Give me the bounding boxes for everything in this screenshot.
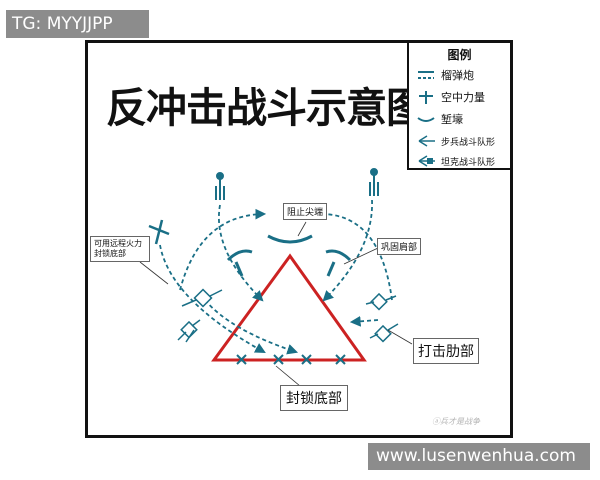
legend-label-infantry: 步兵战斗队形 bbox=[441, 137, 496, 148]
left-mortar-icon bbox=[215, 172, 225, 200]
label-consolidate-shoulder: 巩固肩部 bbox=[377, 238, 422, 255]
legend-label-airborne: 空中力量 bbox=[441, 91, 485, 104]
legend-item-mortar: 榴弹炮 bbox=[415, 65, 474, 85]
tip-trench bbox=[267, 234, 313, 244]
fire-callout-line bbox=[139, 261, 169, 285]
legend-label-tank: 坦克战斗队形 bbox=[441, 157, 496, 168]
legend-item-infantry: 步兵战斗队形 bbox=[415, 131, 495, 151]
label-block-tip: 阻止尖端 bbox=[283, 203, 328, 220]
left-shoulder-trench bbox=[226, 249, 253, 262]
left-tank-formation-icon bbox=[181, 288, 223, 308]
base-callout-line bbox=[275, 365, 301, 387]
left-mortar-arrow bbox=[218, 204, 264, 302]
legend-label-trench: 堑壕 bbox=[441, 113, 463, 126]
bottom-watermark-tag: www.lusenwenhua.com bbox=[368, 443, 590, 470]
right-mortar-arrow bbox=[322, 199, 373, 302]
airborne-icon bbox=[419, 91, 433, 104]
right-tank-formation-icon bbox=[365, 292, 397, 311]
label-seal-base: 封锁底部 bbox=[280, 385, 348, 411]
inner-watermark: ⓐ兵才是战争 bbox=[432, 417, 480, 426]
diagram-title: 反冲击战斗示意图 bbox=[106, 84, 427, 132]
mortar-icon bbox=[418, 71, 434, 79]
airborne-arrow bbox=[159, 244, 266, 354]
legend-item-tank: 坦克战斗队形 bbox=[415, 151, 495, 171]
legend-label-mortar: 榴弹炮 bbox=[441, 69, 474, 82]
airborne-symbol bbox=[148, 219, 170, 245]
tip-callout-line bbox=[297, 221, 307, 237]
right-wide-arc-arrow bbox=[315, 208, 393, 301]
left-infantry-formation-icon bbox=[177, 319, 201, 343]
label-long-range-fire: 可用远程火力封锁底部 bbox=[90, 236, 150, 262]
base-block-markers bbox=[236, 354, 346, 365]
left-wide-arc-arrow bbox=[179, 208, 267, 291]
legend-item-airborne: 空中力量 bbox=[415, 87, 485, 107]
legend-box: 图例 榴弹炮 空中力量 堑壕 步兵战斗队形 坦克战斗队形 bbox=[407, 40, 513, 170]
infantry-formation-icon bbox=[418, 135, 435, 147]
right-mortar-icon bbox=[369, 168, 379, 196]
right-infantry-arrow bbox=[349, 315, 379, 327]
flank-callout-line bbox=[387, 329, 413, 345]
shoulder-callout-line bbox=[343, 247, 379, 265]
left-infantry-arrow bbox=[204, 299, 299, 355]
label-strike-flank: 打击肋部 bbox=[413, 338, 479, 364]
trench-icon bbox=[417, 117, 435, 122]
top-watermark-tag: TG: MYYJJPP bbox=[6, 10, 149, 38]
right-shoulder-trench bbox=[325, 249, 352, 262]
penetration-triangle bbox=[211, 253, 367, 362]
tank-formation-icon bbox=[418, 155, 435, 167]
right-infantry-formation-icon bbox=[369, 323, 399, 343]
legend-item-trench: 堑壕 bbox=[415, 109, 463, 129]
legend-title: 图例 bbox=[447, 48, 472, 62]
